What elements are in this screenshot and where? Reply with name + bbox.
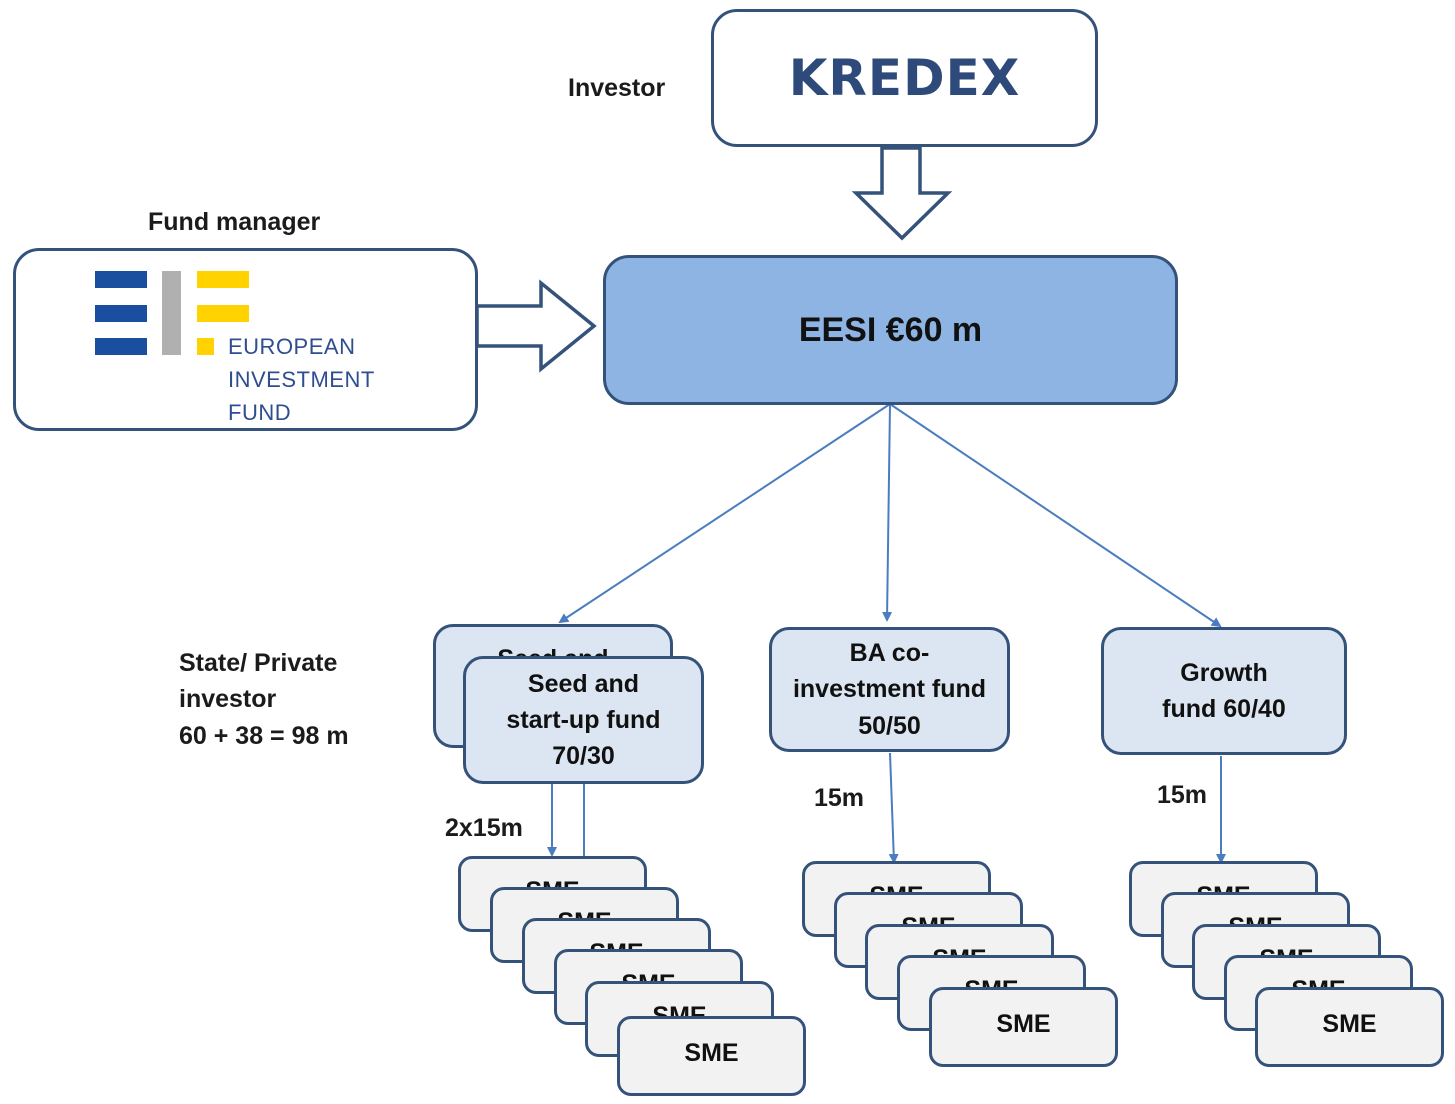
seed-amount-label: 2x15m: [445, 814, 523, 842]
eesi-to-growth-line: [889, 403, 1222, 628]
eesi-box: EESI €60 m: [603, 255, 1178, 405]
state-private-line-2: investor: [179, 685, 277, 714]
manager-arrow: [475, 279, 597, 373]
state-private-line-1: State/ Private: [179, 649, 338, 677]
ba-fund-line-3: 50/50: [858, 711, 921, 740]
seed-fund-line-2: start-up fund: [506, 705, 661, 734]
sme-label: SME: [1322, 1010, 1377, 1038]
growth-fund-line-1: Growth: [1180, 658, 1268, 687]
eesi-to-ba-line: [882, 403, 893, 622]
eif-logo-text: EUROPEAN INVESTMENT FUND: [228, 330, 375, 429]
growth-fund-box: Growth fund 60/40: [1101, 627, 1347, 755]
eif-logo-yellow-bar-2: [197, 305, 249, 322]
investor-arrow: [851, 146, 953, 241]
eif-logo-yellow-bar-1: [197, 271, 249, 288]
seed-fund-line-3: 70/30: [552, 742, 615, 771]
eesi-title: EESI €60 m: [798, 310, 983, 349]
sme-label: SME: [684, 1039, 739, 1067]
sme-label: SME: [996, 1010, 1051, 1038]
eif-logo-yellow-square: [197, 338, 214, 355]
eif-box: EUROPEAN INVESTMENT FUND: [13, 248, 478, 431]
kredex-box: KREDEX: [711, 9, 1098, 147]
ba-fund-line-2: investment fund: [792, 675, 987, 704]
state-private-label: State/ Private investor 60 + 38 = 98 m: [179, 645, 349, 754]
eif-logo-blue-bar-1: [95, 271, 147, 288]
eif-logo-blue-bar-2: [95, 305, 147, 322]
sme-box: SME: [617, 1016, 806, 1096]
eif-logo-blue-bar-3: [95, 338, 147, 355]
ba-fund-line-1: BA co-: [849, 639, 930, 668]
eif-text-line-3: FUND: [228, 400, 292, 425]
eif-logo-grey-bar: [162, 271, 181, 355]
eif-text-line-1: EUROPEAN: [228, 334, 356, 359]
fund-manager-label: Fund manager: [148, 208, 321, 236]
investor-label: Investor: [568, 74, 666, 102]
kredex-logo: KREDEX: [788, 49, 1021, 107]
eif-text-line-2: INVESTMENT: [228, 367, 375, 392]
eesi-to-seed-line: [558, 403, 891, 624]
sme-box: SME: [929, 987, 1118, 1067]
ba-to-sme-line: [888, 752, 899, 864]
seed-fund-box: Seed and start-up fund 70/30: [463, 656, 704, 784]
sme-box: SME: [1255, 987, 1444, 1067]
growth-amount-label: 15m: [1157, 781, 1208, 809]
ba-amount-label: 15m: [814, 784, 865, 812]
seed-fund-line-1: Seed and: [527, 669, 640, 698]
state-private-line-3: 60 + 38 = 98 m: [179, 721, 349, 750]
growth-fund-line-2: fund 60/40: [1162, 695, 1286, 723]
ba-fund-box: BA co- investment fund 50/50: [769, 627, 1010, 752]
